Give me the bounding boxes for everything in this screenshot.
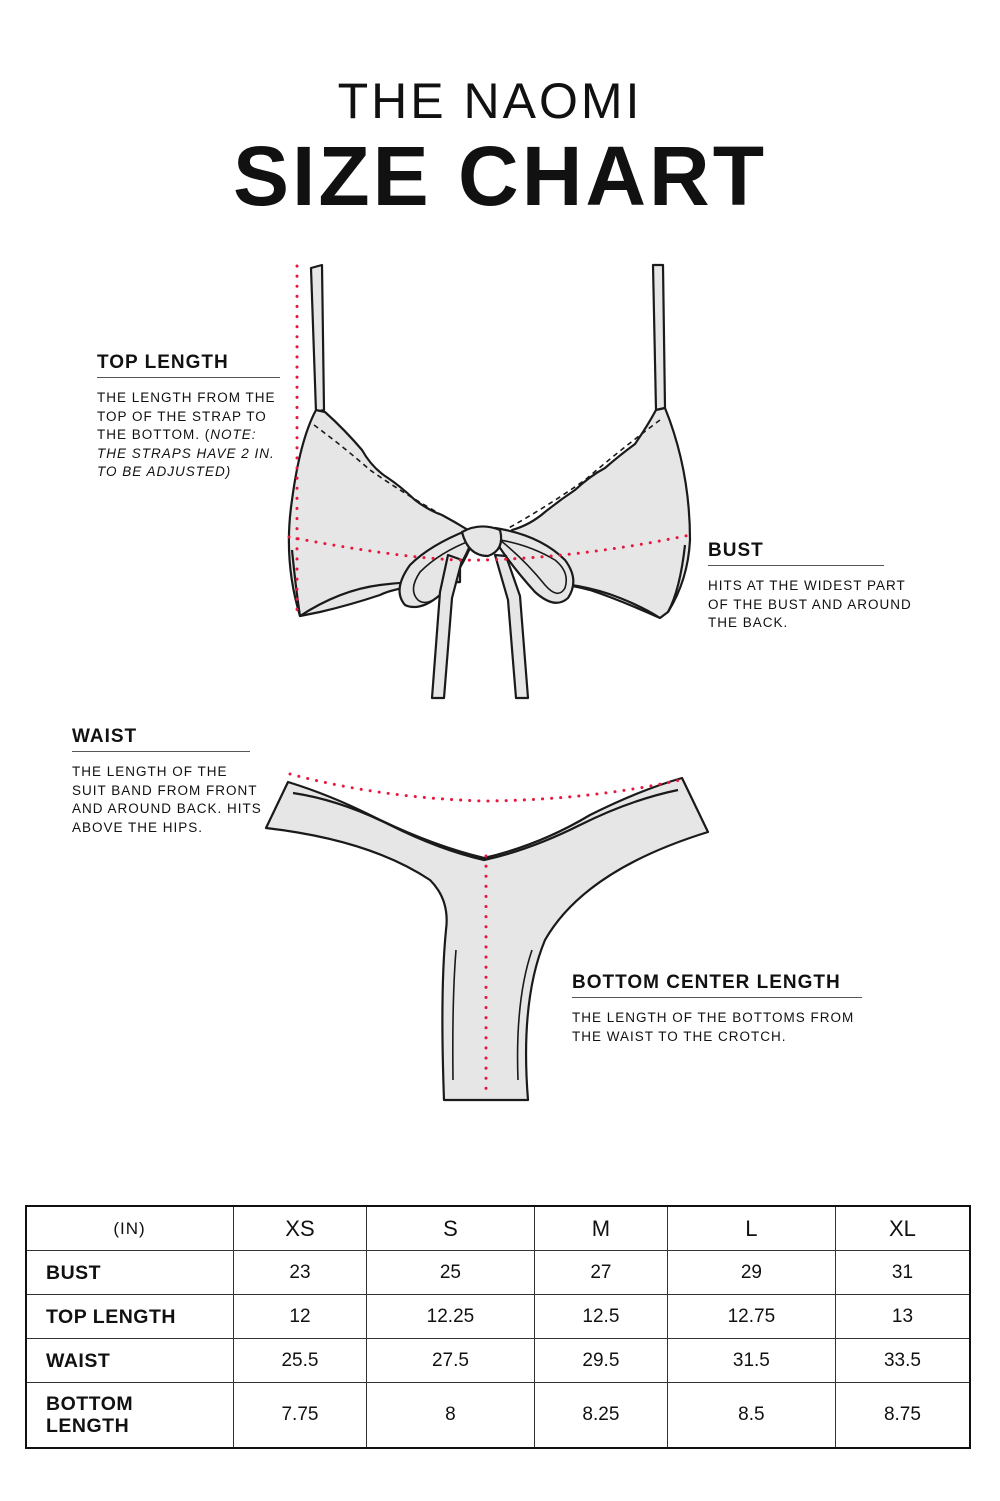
column-header-s: S bbox=[365, 1205, 535, 1251]
table-cell: 12 bbox=[233, 1294, 367, 1339]
bottom-center-length-description: THE LENGTH OF THE BOTTOMS FROM THE WAIST… bbox=[572, 1010, 855, 1044]
bottom-center-length-heading: BOTTOM CENTER LENGTH bbox=[572, 972, 862, 998]
table-cell: 25.5 bbox=[233, 1338, 367, 1383]
table-cell: 23 bbox=[233, 1250, 367, 1295]
waist-heading: WAIST bbox=[72, 726, 250, 752]
table-row: WAIST 25.5 27.5 29.5 31.5 33.5 bbox=[25, 1338, 971, 1383]
table-cell: 12.75 bbox=[666, 1294, 836, 1339]
top-length-heading: TOP LENGTH bbox=[97, 352, 280, 378]
table-cell: 27 bbox=[533, 1250, 668, 1295]
table-cell: 27.5 bbox=[365, 1338, 535, 1383]
page-title: SIZE CHART bbox=[233, 129, 767, 223]
table-row: TOP LENGTH 12 12.25 12.5 12.75 13 bbox=[25, 1294, 971, 1339]
table-cell: 12.5 bbox=[533, 1294, 668, 1339]
bust-heading: BUST bbox=[708, 540, 884, 566]
column-header-xs: XS bbox=[233, 1205, 367, 1251]
table-cell: 25 bbox=[365, 1250, 535, 1295]
table-cell: 31 bbox=[834, 1250, 971, 1295]
table-cell: 33.5 bbox=[834, 1338, 971, 1383]
waist-description: THE LENGTH OF THE SUIT BAND FROM FRONT A… bbox=[72, 764, 262, 835]
table-cell: 8.5 bbox=[666, 1382, 836, 1449]
waist-measure-line bbox=[288, 772, 682, 803]
table-row: BOTTOM LENGTH 7.75 8 8.25 8.5 8.75 bbox=[25, 1382, 971, 1449]
table-cell: 8.25 bbox=[533, 1382, 668, 1449]
row-label: WAIST bbox=[25, 1338, 234, 1383]
row-label: BUST bbox=[25, 1250, 234, 1295]
bust-annotation: BUST HITS AT THE WIDEST PART OF THE BUST… bbox=[708, 540, 918, 633]
bikini-bottom-illustration bbox=[264, 776, 710, 1102]
column-header-m: M bbox=[533, 1205, 668, 1251]
column-header-xl: XL bbox=[834, 1205, 971, 1251]
size-table: (IN) XS S M L XL BUST 23 25 27 29 31 TOP… bbox=[25, 1205, 971, 1449]
table-cell: 29 bbox=[666, 1250, 836, 1295]
top-length-annotation: TOP LENGTH THE LENGTH FROM THE TOP OF TH… bbox=[97, 352, 280, 482]
row-label: BOTTOM LENGTH bbox=[25, 1382, 234, 1449]
bottom-center-length-annotation: BOTTOM CENTER LENGTH THE LENGTH OF THE B… bbox=[572, 972, 862, 1046]
table-cell: 29.5 bbox=[533, 1338, 668, 1383]
table-cell: 13 bbox=[834, 1294, 971, 1339]
table-cell: 7.75 bbox=[233, 1382, 367, 1449]
bikini-top-illustration bbox=[287, 263, 692, 700]
top-length-description: THE LENGTH FROM THE TOP OF THE STRAP TO … bbox=[97, 390, 276, 479]
table-cell: 8 bbox=[365, 1382, 535, 1449]
table-row: BUST 23 25 27 29 31 bbox=[25, 1250, 971, 1295]
unit-label: (IN) bbox=[25, 1205, 234, 1251]
column-header-l: L bbox=[666, 1205, 836, 1251]
table-cell: 12.25 bbox=[365, 1294, 535, 1339]
table-header-row: (IN) XS S M L XL bbox=[25, 1205, 971, 1251]
garment-illustration bbox=[264, 263, 710, 1102]
product-name: THE NAOMI bbox=[337, 73, 643, 129]
bust-description: HITS AT THE WIDEST PART OF THE BUST AND … bbox=[708, 578, 912, 630]
waist-annotation: WAIST THE LENGTH OF THE SUIT BAND FROM F… bbox=[72, 726, 262, 837]
bust-measure-line bbox=[287, 533, 692, 562]
table-cell: 8.75 bbox=[834, 1382, 971, 1449]
table-cell: 31.5 bbox=[666, 1338, 836, 1383]
row-label: TOP LENGTH bbox=[25, 1294, 234, 1339]
